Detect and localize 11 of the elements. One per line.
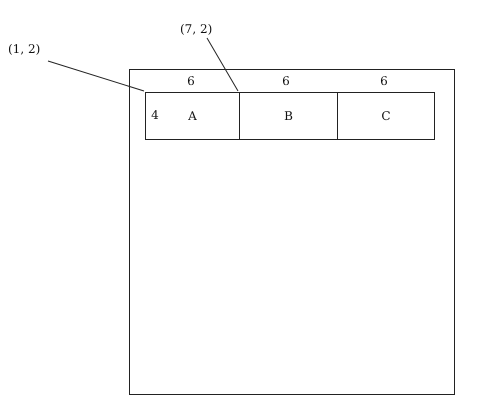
table-cell: C: [337, 92, 435, 140]
table-cell: B: [239, 92, 338, 140]
leader-line: [48, 60, 144, 92]
coordinate-label: (7, 2): [180, 22, 212, 36]
dimension-label: 6: [282, 74, 290, 88]
outer-frame: [129, 69, 455, 395]
dimension-label: 6: [187, 74, 195, 88]
coordinate-label: (1, 2): [8, 42, 40, 56]
dimension-label: 6: [380, 74, 388, 88]
leader-line: [206, 38, 238, 92]
dimension-label: 4: [151, 108, 159, 122]
